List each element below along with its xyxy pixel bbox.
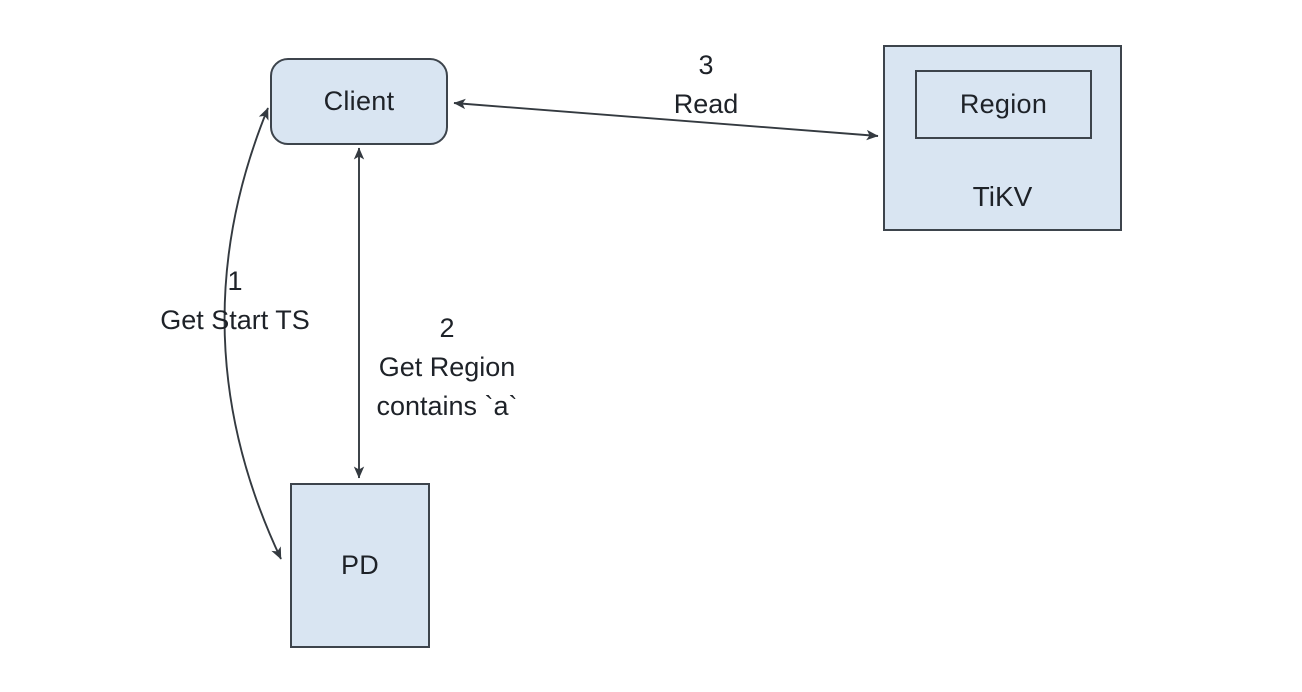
- region-node-label: Region: [959, 89, 1048, 119]
- client-node-label: Client: [323, 86, 395, 116]
- edge-1-label: 1 Get Start TS: [140, 262, 330, 340]
- pd-node-label: PD: [340, 550, 380, 580]
- tikv-node: Region TiKV: [883, 45, 1122, 231]
- edge-1-number: 1: [227, 266, 243, 296]
- tikv-node-label: TiKV: [972, 181, 1033, 212]
- edge-3-text: Read: [673, 89, 739, 119]
- edge-2-label: 2 Get Region contains `a`: [356, 309, 538, 426]
- edge-2-text-line1: Get Region: [378, 352, 516, 382]
- region-node: Region: [915, 70, 1092, 139]
- pd-node: PD: [290, 483, 430, 648]
- edge-1-get-start-ts-arrow: [223, 107, 282, 560]
- client-node: Client: [270, 58, 448, 145]
- edge-3-number: 3: [698, 50, 714, 80]
- edge-2-text-line2: contains `a`: [376, 391, 518, 421]
- edge-3-label: 3 Read: [630, 46, 782, 124]
- edge-1-text: Get Start TS: [160, 305, 310, 335]
- edge-2-number: 2: [439, 313, 455, 343]
- edge-3-read-arrow: [453, 98, 879, 141]
